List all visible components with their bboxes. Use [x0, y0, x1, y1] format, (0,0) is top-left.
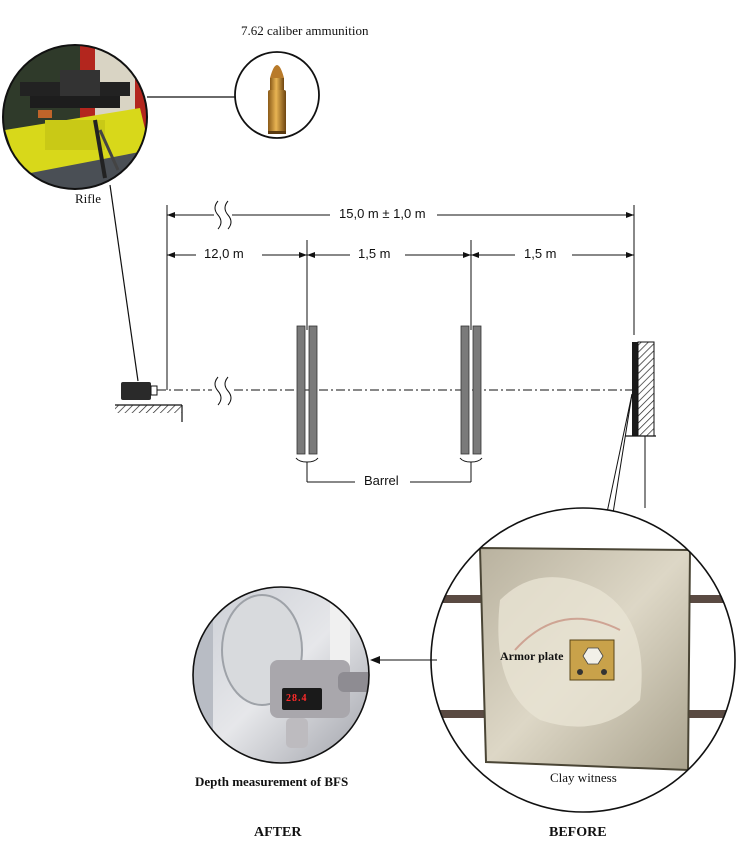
line-of-fire — [157, 376, 634, 406]
barrel-plates-1 — [296, 325, 318, 455]
rifle-icon — [115, 382, 183, 422]
after-label: AFTER — [254, 825, 302, 840]
barrel-plates-2 — [460, 325, 482, 455]
dimension-lines — [166, 200, 635, 390]
depth-gauge-icon — [270, 660, 369, 748]
clay-witness-label: Clay witness — [550, 770, 617, 785]
after-photo — [192, 586, 370, 764]
rifle-photo — [2, 44, 148, 190]
armor-plate-icon — [569, 639, 615, 681]
bullet-icon — [234, 51, 320, 139]
dimension-first: 12,0 m — [204, 246, 244, 261]
depth-measurement-label: Depth measurement of BFS — [195, 774, 349, 789]
barrel-bracket — [295, 457, 483, 483]
gauge-reading: 28.4 — [286, 693, 308, 704]
armor-plate-label: Armor plate — [500, 649, 564, 663]
before-label: BEFORE — [549, 825, 607, 840]
before-photo — [430, 507, 736, 813]
rifle-label: Rifle — [75, 191, 101, 206]
dimension-total: 15,0 m ± 1,0 m — [337, 206, 428, 221]
ammunition-label: 7.62 caliber ammunition — [241, 23, 369, 38]
barrel-label: Barrel — [364, 473, 399, 488]
dimension-second: 1,5 m — [358, 246, 391, 261]
dimension-third: 1,5 m — [524, 246, 557, 261]
